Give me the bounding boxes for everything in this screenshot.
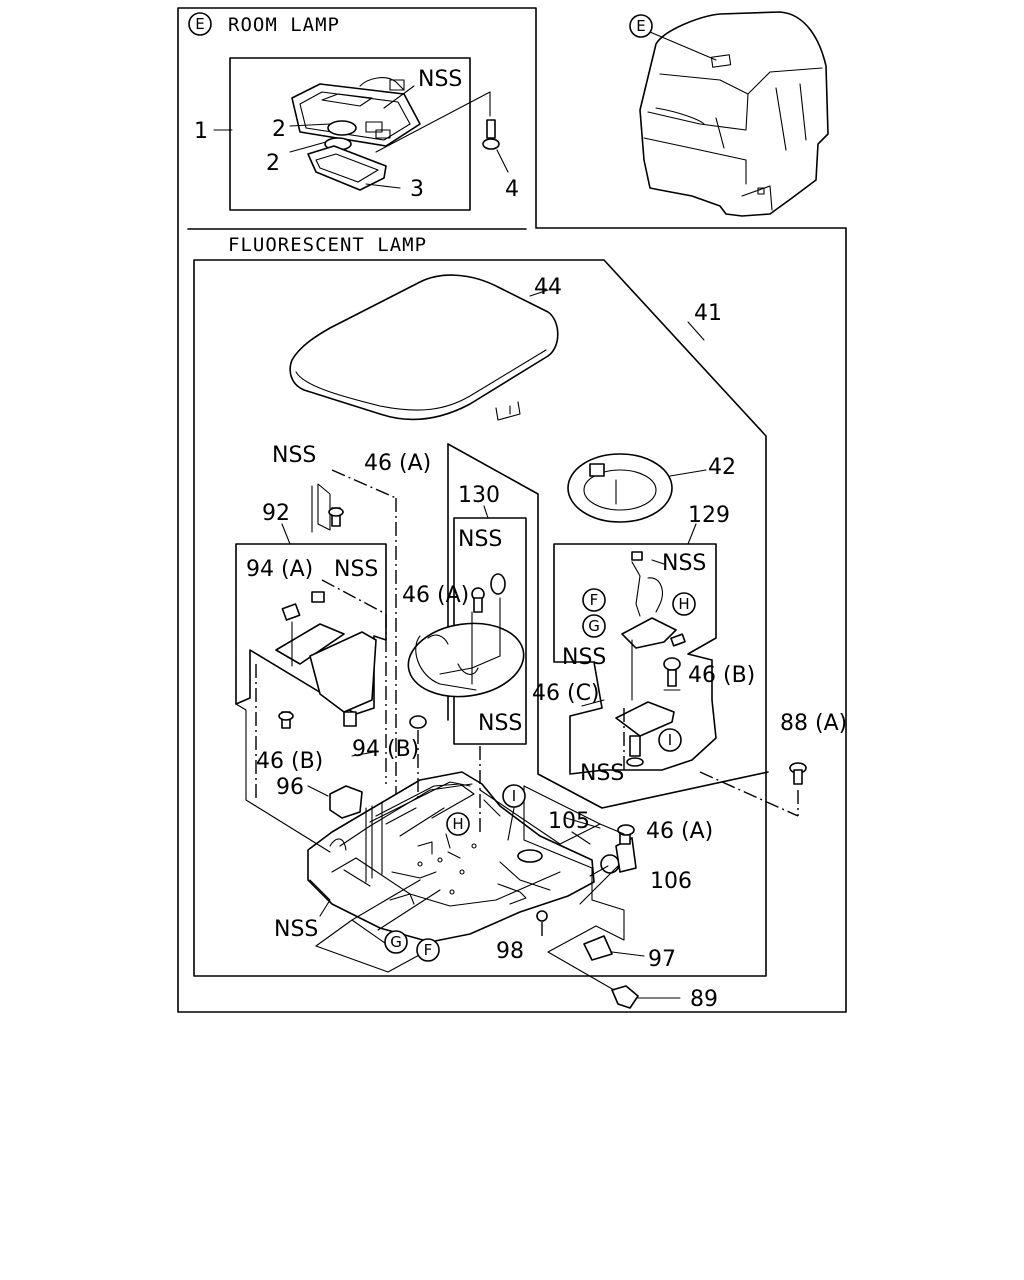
label-nss-bracket: NSS bbox=[334, 557, 378, 582]
label-129: 129 bbox=[688, 503, 730, 528]
marker-h-top bbox=[672, 592, 696, 616]
label-room-3: 3 bbox=[410, 177, 424, 202]
parts-105-106-drawing bbox=[571, 824, 637, 905]
screw-4-drawing bbox=[482, 119, 509, 173]
label-97: 97 bbox=[648, 947, 676, 972]
label-98: 98 bbox=[496, 939, 524, 964]
label-nss-129-top: NSS bbox=[662, 551, 706, 576]
label-41: 41 bbox=[694, 301, 722, 326]
label-89: 89 bbox=[690, 987, 718, 1012]
marker-i-mid-text: I bbox=[512, 787, 516, 805]
box-129-drawing bbox=[553, 523, 717, 775]
label-94a: 94 (A) bbox=[246, 557, 313, 582]
marker-e-room-text: E bbox=[195, 15, 204, 33]
label-nss-129-mid: NSS bbox=[562, 645, 606, 670]
label-88a: 88 (A) bbox=[780, 711, 847, 736]
label-46b-right: 46 (B) bbox=[688, 663, 755, 688]
marker-f-base bbox=[416, 938, 440, 962]
marker-g-top-text: G bbox=[588, 617, 600, 635]
part-labels: 44 41 42 129 130 92 NSS 46 (A) 94 (A) NS… bbox=[246, 275, 847, 1012]
label-96: 96 bbox=[276, 775, 304, 800]
label-nss-130: NSS bbox=[458, 527, 502, 552]
label-nss-130-bottom: NSS bbox=[478, 711, 522, 736]
room-lamp-title: ROOM LAMP bbox=[228, 14, 340, 36]
marker-g-base-text: G bbox=[390, 933, 402, 951]
label-nss-base: NSS bbox=[274, 917, 318, 942]
small-parts-drawing bbox=[536, 762, 807, 1009]
label-room-4: 4 bbox=[505, 177, 519, 202]
label-nss-top-left: NSS bbox=[272, 443, 316, 468]
marker-h-base bbox=[446, 812, 470, 836]
vehicle-cab-drawing: E bbox=[629, 11, 829, 217]
marker-e-vehicle bbox=[629, 14, 653, 38]
label-room-1: 1 bbox=[194, 119, 208, 144]
fluorescent-lamp-section: FLUORESCENT LAMP bbox=[193, 234, 847, 1012]
marker-g-top bbox=[582, 614, 606, 638]
clip-96-drawing bbox=[307, 785, 363, 819]
label-46a-top: 46 (A) bbox=[364, 451, 431, 476]
room-lamp-section: E ROOM LAMP 1 2 bbox=[188, 12, 519, 211]
circled-markers: F G H I I H G F bbox=[384, 588, 696, 962]
base-plate-drawing bbox=[307, 771, 595, 943]
outer-frame bbox=[177, 7, 847, 1013]
label-nss-129-bottom: NSS bbox=[580, 761, 624, 786]
label-room-2b: 2 bbox=[266, 151, 280, 176]
marker-i-top bbox=[658, 728, 682, 752]
label-46a-mid: 46 (A) bbox=[402, 583, 469, 608]
marker-f-top bbox=[582, 588, 606, 612]
label-room-2a: 2 bbox=[272, 117, 286, 142]
label-92: 92 bbox=[262, 501, 290, 526]
cover-44-drawing bbox=[289, 274, 559, 421]
label-46b-left: 46 (B) bbox=[256, 749, 323, 774]
label-105: 105 bbox=[548, 809, 590, 834]
room-lamp-box bbox=[229, 57, 471, 211]
label-room-nss: NSS bbox=[418, 67, 462, 92]
connection-lines bbox=[235, 469, 799, 991]
label-44: 44 bbox=[534, 275, 562, 300]
marker-e-room bbox=[188, 12, 212, 36]
marker-i-top-text: I bbox=[668, 731, 672, 749]
marker-h-top-text: H bbox=[678, 595, 689, 613]
label-46a-right: 46 (A) bbox=[646, 819, 713, 844]
marker-f-top-text: F bbox=[590, 591, 599, 609]
label-130: 130 bbox=[458, 483, 500, 508]
marker-i-mid bbox=[502, 784, 526, 808]
label-46c: 46 (C) bbox=[532, 681, 600, 706]
box-130-drawing bbox=[407, 443, 769, 809]
marker-f-base-text: F bbox=[424, 941, 433, 959]
label-106: 106 bbox=[650, 869, 692, 894]
room-lamp-housing-drawing bbox=[291, 77, 421, 191]
label-94b: 94 (B) bbox=[352, 737, 419, 762]
marker-g-base bbox=[384, 930, 408, 954]
marker-e-vehicle-text: E bbox=[636, 17, 645, 35]
marker-h-base-text: H bbox=[452, 815, 463, 833]
bracket-92-drawing bbox=[235, 483, 427, 729]
fluorescent-assembly-box bbox=[193, 259, 767, 977]
label-42: 42 bbox=[708, 455, 736, 480]
fluorescent-lamp-title: FLUORESCENT LAMP bbox=[228, 234, 427, 256]
ring-42-drawing bbox=[567, 453, 707, 523]
